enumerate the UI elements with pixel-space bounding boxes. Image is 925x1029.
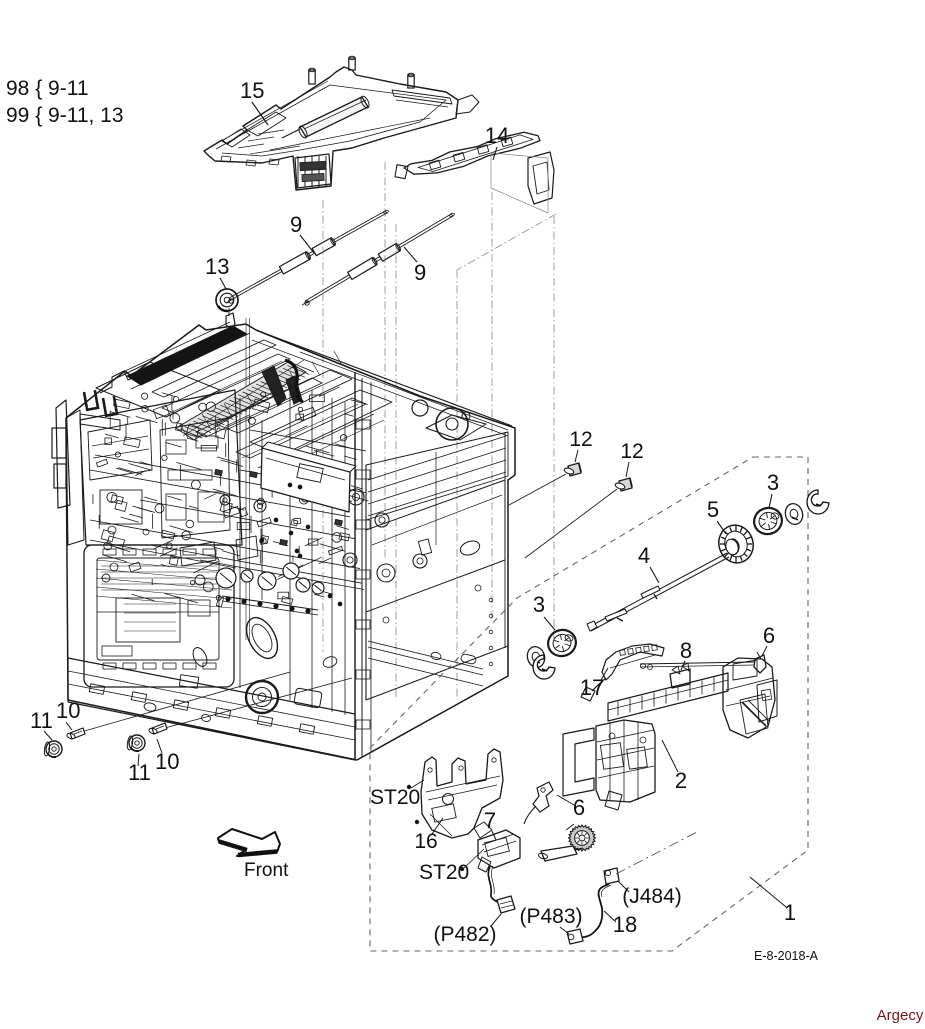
svg-text:2: 2	[675, 768, 687, 793]
svg-text:99 { 9-11, 13: 99 { 9-11, 13	[6, 104, 124, 127]
svg-text:Argecy: Argecy	[877, 1007, 924, 1024]
svg-text:7: 7	[484, 808, 496, 833]
svg-text:13: 13	[205, 254, 229, 279]
svg-text:1: 1	[784, 900, 796, 925]
svg-text:10: 10	[155, 749, 179, 774]
svg-text:14: 14	[485, 123, 509, 148]
svg-text:11: 11	[128, 760, 151, 785]
svg-text:(P482): (P482)	[433, 923, 496, 946]
svg-text:17: 17	[580, 675, 604, 700]
svg-text:11: 11	[30, 708, 53, 733]
svg-text:8: 8	[680, 638, 692, 663]
svg-text:(P483): (P483)	[519, 905, 582, 928]
svg-text:6: 6	[763, 623, 775, 648]
svg-text:98 { 9-11: 98 { 9-11	[6, 77, 89, 100]
svg-text:12: 12	[569, 428, 592, 451]
svg-text:10: 10	[56, 698, 80, 723]
svg-text:Front: Front	[244, 860, 289, 881]
svg-text:(J484): (J484)	[622, 885, 682, 908]
svg-text:9: 9	[290, 212, 302, 237]
svg-text:12: 12	[620, 440, 643, 463]
svg-text:3: 3	[533, 592, 545, 617]
svg-text:4: 4	[638, 543, 650, 568]
svg-text:15: 15	[240, 78, 264, 103]
svg-text:16: 16	[414, 830, 437, 853]
svg-text:E-8-2018-A: E-8-2018-A	[754, 949, 819, 963]
svg-text:ST20: ST20	[370, 786, 420, 809]
svg-text:3: 3	[767, 470, 779, 495]
svg-text:6: 6	[573, 795, 585, 820]
svg-text:18: 18	[613, 912, 637, 937]
svg-text:5: 5	[707, 497, 719, 522]
svg-text:9: 9	[414, 260, 426, 285]
svg-text:ST20: ST20	[419, 861, 469, 884]
